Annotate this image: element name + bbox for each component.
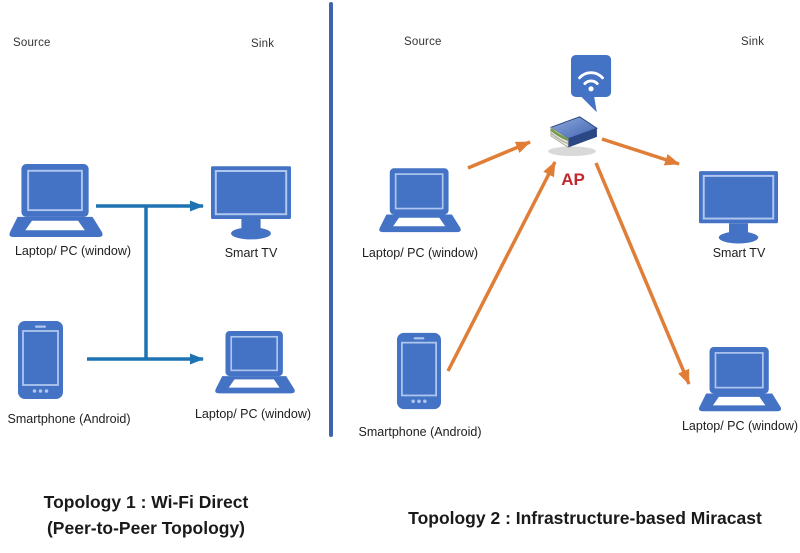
- laptop-icon: [379, 168, 461, 233]
- router-icon: [548, 116, 598, 157]
- panel-divider: [329, 2, 333, 437]
- wifi-dot: [588, 86, 594, 92]
- topology-1-caption-line2: (Peer-to-Peer Topology): [46, 518, 246, 538]
- smart-tv-label: Smart TV: [224, 246, 278, 260]
- smartphone-icon: [18, 321, 63, 399]
- topology-1-caption: Topology 1 : Wi-Fi Direct (Peer-to-Peer …: [21, 489, 271, 541]
- laptop-sink-label: Laptop/ PC (window): [194, 407, 312, 421]
- arrow-smartphone-to-ap: [446, 161, 557, 372]
- right-smart-tv-label: Smart TV: [712, 246, 766, 260]
- topology-1-caption-line1: Topology 1 : Wi-Fi Direct: [43, 492, 249, 512]
- smartphone-label: Smartphone (Android): [7, 412, 131, 426]
- right-sink-label: Sink: [741, 36, 765, 48]
- right-laptop-source-label: Laptop/ PC (window): [361, 246, 479, 260]
- laptop-icon: [698, 347, 782, 412]
- wifi-arc-outer: [578, 71, 604, 80]
- ap-label: AP: [561, 170, 585, 189]
- laptop-icon: [215, 331, 295, 394]
- laptop-source-label: Laptop/ PC (window): [14, 244, 132, 258]
- arrow-laptop-to-ap: [467, 140, 531, 170]
- smart-tv-icon: [211, 166, 291, 240]
- smart-tv-icon: [699, 171, 778, 244]
- smartphone-icon: [397, 332, 441, 410]
- right-laptop-sink-label: Laptop/ PC (window): [681, 419, 799, 433]
- left-sink-label: Sink: [251, 38, 275, 50]
- wifi-bubble-icon: [571, 54, 612, 113]
- arrow-ap-to-laptop: [594, 162, 691, 385]
- right-source-label: Source: [404, 36, 442, 48]
- left-source-label: Source: [13, 37, 51, 49]
- wifi-arc-inner: [583, 79, 599, 86]
- right-smartphone-label: Smartphone (Android): [358, 425, 482, 439]
- topology-2-caption: Topology 2 : Infrastructure-based Miraca…: [408, 508, 762, 528]
- laptop-icon: [9, 164, 103, 238]
- arrow-ap-to-tv: [601, 137, 680, 166]
